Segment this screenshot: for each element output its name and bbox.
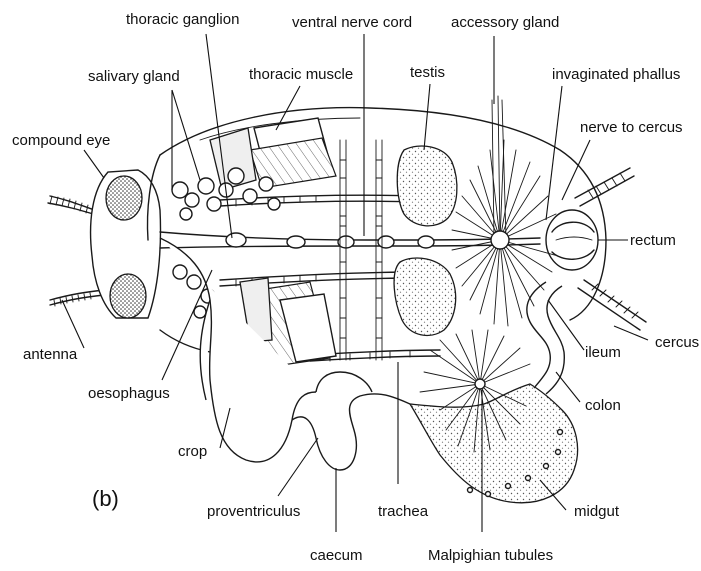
label-oesophagus: oesophagus bbox=[88, 386, 170, 401]
ventral-nerve-cord bbox=[160, 232, 540, 248]
compound-eye-lower bbox=[110, 274, 146, 318]
label-testis: testis bbox=[410, 65, 445, 80]
label-ileum: ileum bbox=[585, 345, 621, 360]
label-crop: crop bbox=[178, 444, 207, 459]
label-compound-eye: compound eye bbox=[12, 133, 110, 148]
rectum bbox=[546, 210, 598, 270]
hindgut bbox=[527, 282, 564, 394]
label-accessory-gland: accessory gland bbox=[451, 15, 559, 30]
label-antenna: antenna bbox=[23, 347, 77, 362]
antenna-lower bbox=[50, 290, 104, 306]
panel-label: (b) bbox=[92, 488, 119, 510]
label-rectum: rectum bbox=[630, 233, 676, 248]
label-ventral-nerve-cord: ventral nerve cord bbox=[292, 15, 412, 30]
compound-eye-upper bbox=[106, 176, 142, 220]
midgut bbox=[410, 384, 578, 503]
label-midgut: midgut bbox=[574, 504, 619, 519]
label-cercus: cercus bbox=[655, 335, 699, 350]
label-thoracic-ganglion: thoracic ganglion bbox=[126, 12, 239, 27]
cercus-upper bbox=[575, 168, 634, 206]
label-salivary-gland: salivary gland bbox=[88, 69, 180, 84]
label-caecum: caecum bbox=[310, 548, 363, 563]
label-thoracic-muscle: thoracic muscle bbox=[249, 67, 353, 82]
label-malpighian-tubules: Malpighian tubules bbox=[428, 548, 553, 563]
label-invaginated-phallus: invaginated phallus bbox=[552, 67, 680, 82]
label-trachea: trachea bbox=[378, 504, 428, 519]
label-colon: colon bbox=[585, 398, 621, 413]
label-nerve-to-cercus: nerve to cercus bbox=[580, 120, 683, 135]
label-proventriculus: proventriculus bbox=[207, 504, 300, 519]
